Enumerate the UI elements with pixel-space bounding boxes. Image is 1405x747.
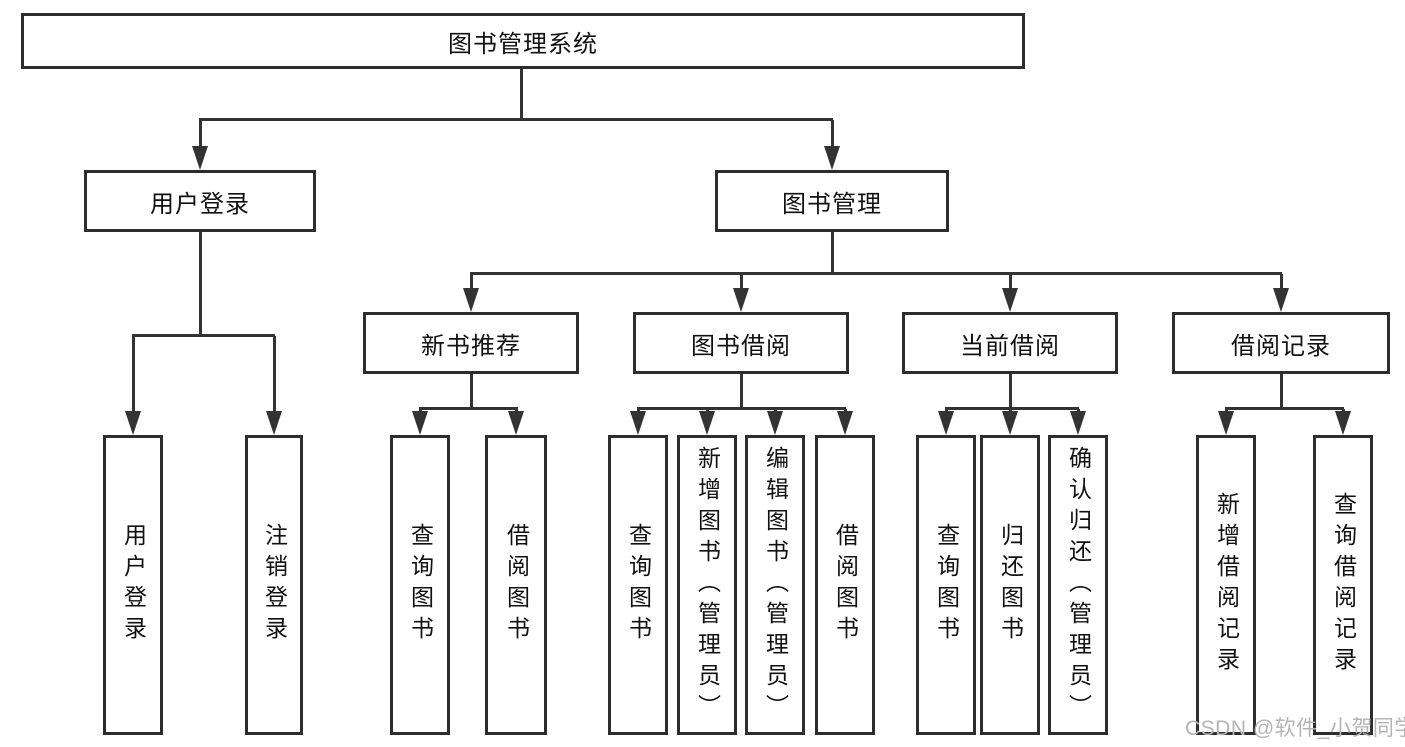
connector-to-borrow-records: [1280, 274, 1283, 289]
connector-user-login-bar: [132, 334, 275, 337]
connector-records-stem: [1280, 374, 1283, 409]
arrowhead-book-management-icon: [824, 146, 840, 170]
csdn-watermark: CSDN @软件_小贺同学: [1185, 717, 1405, 740]
arrowhead-leaf-login-icon: [125, 411, 141, 435]
leaf-borrow-books-recommend: 借阅图书: [485, 435, 547, 735]
arrowhead-leaf-logout-icon: [266, 411, 282, 435]
connector-records-bar: [1225, 407, 1344, 410]
connector-user-login-stem: [199, 232, 202, 336]
connector-root-stem: [520, 69, 523, 120]
arrowhead-leaf-icon: [767, 411, 783, 435]
connector-current-bar: [945, 407, 1079, 410]
arrowhead-leaf-icon: [1335, 411, 1351, 435]
node-borrow-records: 借阅记录: [1172, 312, 1390, 374]
node-current-borrow: 当前借阅: [902, 312, 1118, 374]
leaf-return-books: 归还图书: [980, 435, 1040, 735]
arrowhead-leaf-icon: [1070, 411, 1086, 435]
arrowhead-leaf-icon: [938, 411, 954, 435]
arrowhead-user-login-icon: [192, 146, 208, 170]
connector-book-management-stem: [831, 232, 834, 274]
node-root: 图书管理系统: [21, 13, 1025, 69]
connector-to-book-management: [831, 120, 834, 148]
arrowhead-borrow-records-icon: [1273, 288, 1289, 312]
leaf-edit-books-admin: 编辑图书（管理员）: [745, 435, 805, 735]
node-book-borrow: 图书借阅: [633, 312, 849, 374]
connector-to-user-login: [199, 120, 202, 148]
leaf-query-books-borrow: 查询图书: [608, 435, 668, 735]
connector-borrow-bar: [637, 407, 846, 410]
connector-level3-bar: [470, 272, 1282, 275]
leaf-confirm-return-admin: 确认归还（管理员）: [1048, 435, 1108, 735]
arrowhead-new-book-recommend-icon: [463, 288, 479, 312]
arrowhead-leaf-icon: [508, 411, 524, 435]
connector-to-leaf-login: [132, 336, 135, 413]
arrowhead-leaf-icon: [630, 411, 646, 435]
arrowhead-leaf-icon: [1002, 411, 1018, 435]
connector-to-book-borrow: [740, 274, 743, 289]
connector-borrow-stem: [740, 374, 743, 409]
node-book-management: 图书管理: [715, 170, 949, 232]
leaf-add-books-admin: 新增图书（管理员）: [677, 435, 737, 735]
connector-level1-bar: [199, 118, 833, 121]
connector-to-leaf-logout: [273, 336, 276, 413]
leaf-user-login: 用户登录: [103, 435, 163, 735]
leaf-add-borrow-record: 新增借阅记录: [1196, 435, 1256, 735]
leaf-borrow-books: 借阅图书: [815, 435, 875, 735]
arrowhead-leaf-icon: [1218, 411, 1234, 435]
leaf-query-books-recommend: 查询图书: [390, 435, 450, 735]
arrowhead-leaf-icon: [412, 411, 428, 435]
arrowhead-leaf-icon: [699, 411, 715, 435]
connector-recommend-bar: [419, 407, 518, 410]
leaf-logout: 注销登录: [245, 435, 303, 735]
connector-to-current-borrow: [1009, 274, 1012, 289]
arrowhead-leaf-icon: [837, 411, 853, 435]
leaf-query-books-current: 查询图书: [916, 435, 976, 735]
arrowhead-current-borrow-icon: [1002, 288, 1018, 312]
connector-current-stem: [1009, 374, 1012, 409]
arrowhead-book-borrow-icon: [733, 288, 749, 312]
leaf-query-borrow-record: 查询借阅记录: [1313, 435, 1373, 735]
connector-to-new-book-recommend: [470, 274, 473, 289]
connector-recommend-stem: [470, 374, 473, 409]
node-new-book-recommend: 新书推荐: [363, 312, 579, 374]
node-user-login: 用户登录: [84, 170, 316, 232]
